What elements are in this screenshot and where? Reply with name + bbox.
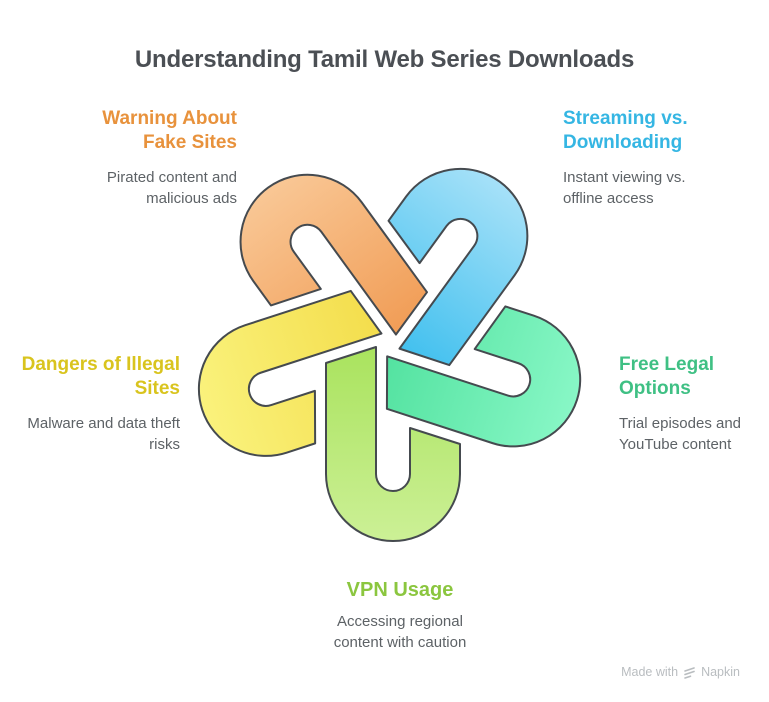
watermark-prefix: Made with: [621, 665, 679, 679]
page-title: Understanding Tamil Web Series Downloads: [134, 46, 635, 73]
section-body: Malware and data theft risks: [27, 415, 180, 453]
section-free-legal-options: Free Legal Options Trial episodes and Yo…: [619, 353, 769, 455]
section-body: Pirated content and malicious ads: [106, 169, 237, 207]
napkin-logo-icon: [684, 666, 695, 679]
section-body: Trial episodes and YouTube content: [619, 415, 742, 453]
section-streaming-vs-downloading: Streaming vs. Downloading Instant viewin…: [563, 107, 763, 209]
section-body: Instant viewing vs. offline access: [563, 169, 686, 207]
section-heading: Dangers of Illegal Sites: [21, 354, 180, 399]
section-heading: Streaming vs. Downloading: [563, 108, 688, 153]
section-heading: VPN Usage: [346, 579, 454, 601]
section-body: Accessing regional content with caution: [333, 613, 467, 651]
section-vpn-usage: VPN Usage Accessing regional content wit…: [280, 578, 520, 653]
napkin-watermark: Made with Napkin: [621, 665, 740, 679]
watermark-brand: Napkin: [701, 665, 740, 679]
section-heading: Warning About Fake Sites: [102, 108, 237, 153]
section-heading: Free Legal Options: [619, 354, 715, 399]
section-dangers-illegal-sites: Dangers of Illegal Sites Malware and dat…: [5, 353, 180, 455]
section-warning-fake-sites: Warning About Fake Sites Pirated content…: [17, 107, 237, 209]
